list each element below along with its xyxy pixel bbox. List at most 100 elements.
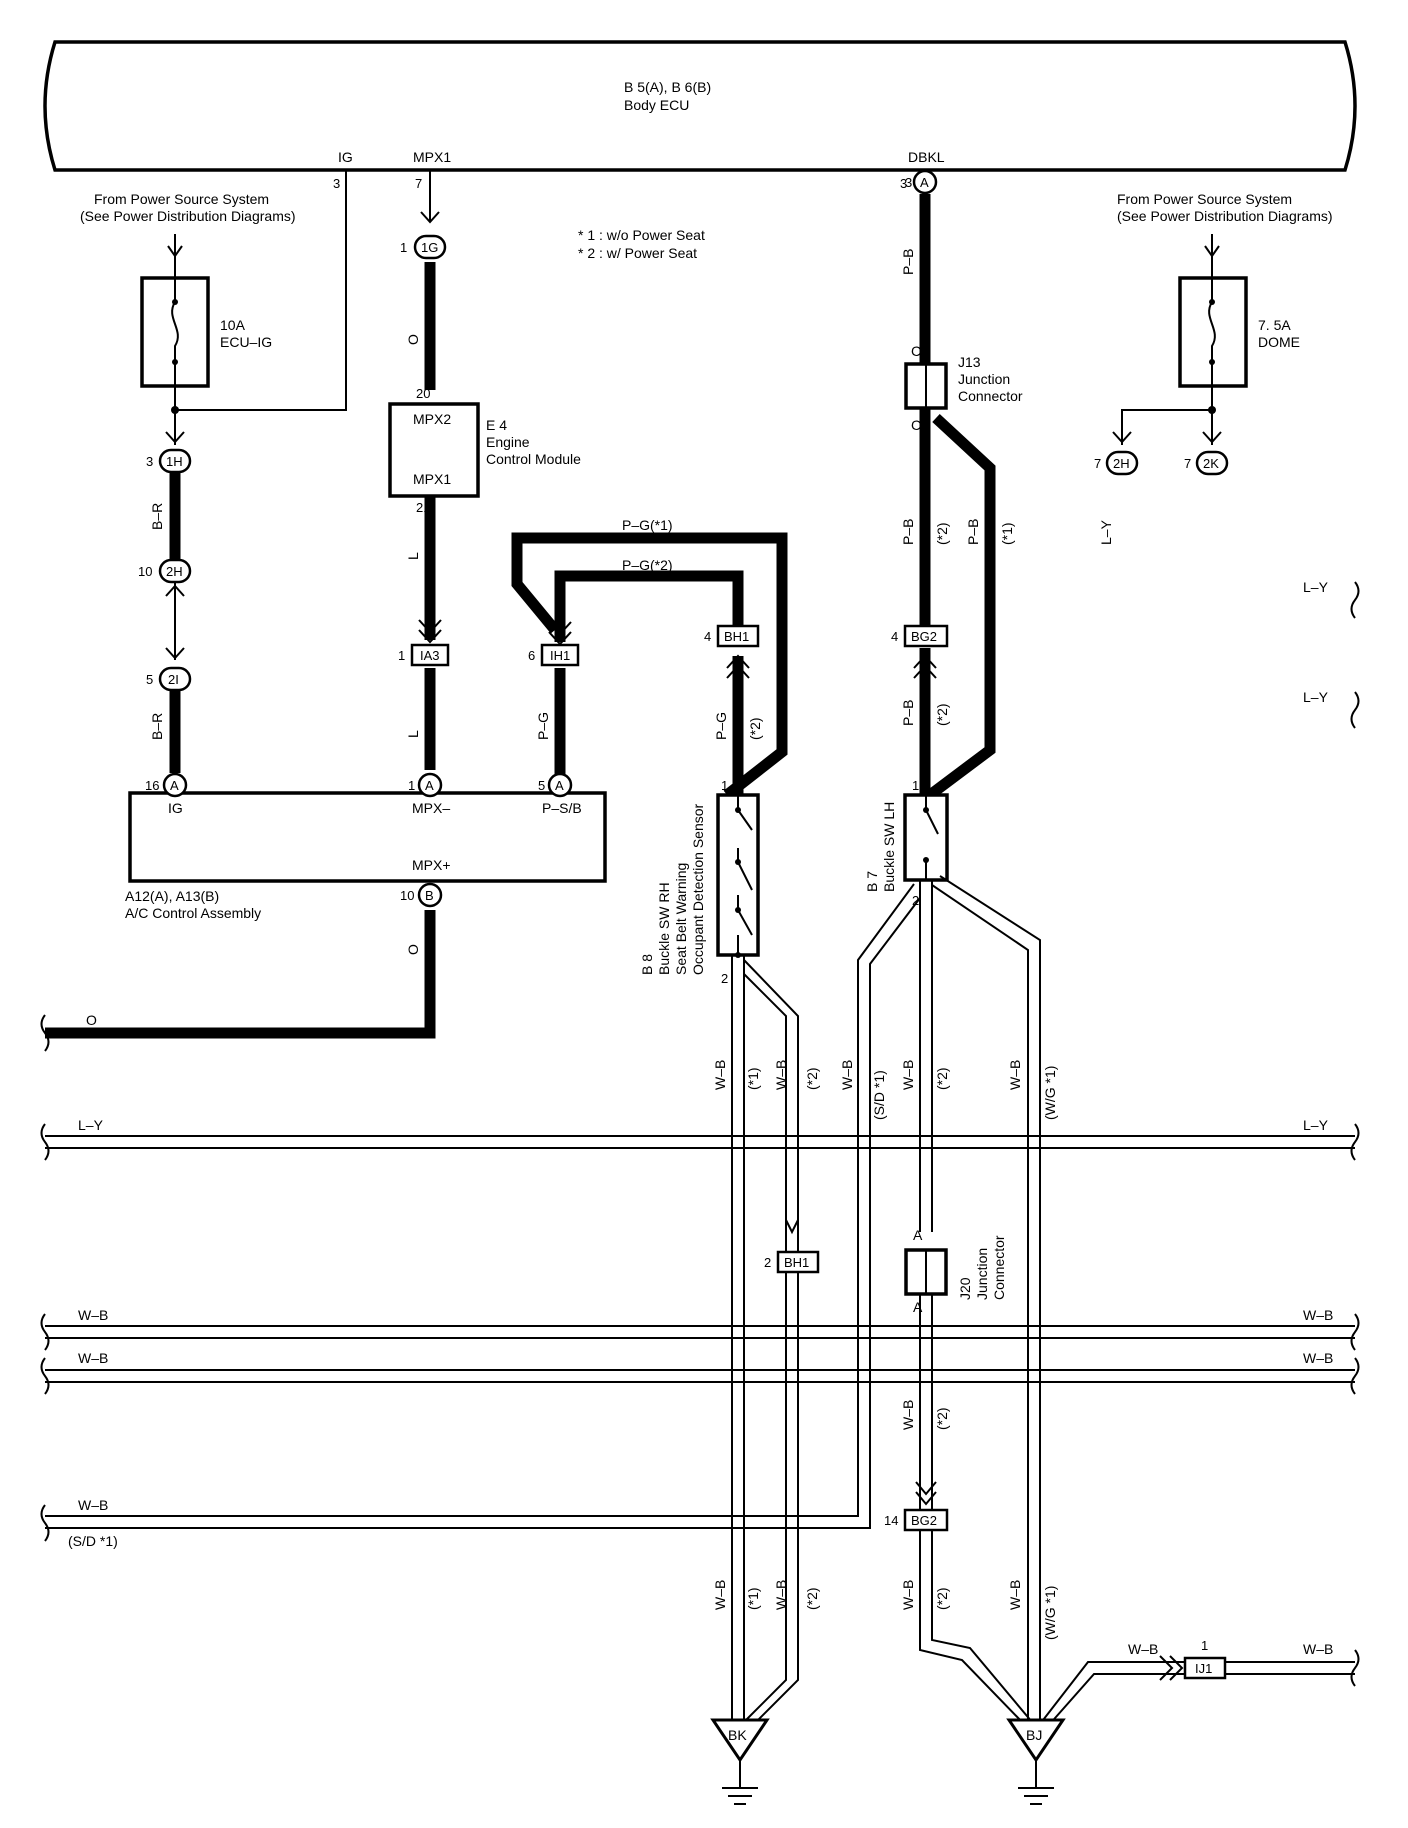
wire-l-1: L [405,552,421,560]
ecu-num-mpx1: 7 [415,176,422,191]
ecu-pin-ig: IG [338,149,353,165]
wire-wb-1-s1: (*1) [745,1067,761,1090]
j20-name-1: Junction [974,1248,990,1300]
wire-wb-3-sd1: (S/D *1) [871,1070,887,1120]
conn-1h [158,448,192,474]
num-1h: 3 [146,454,153,469]
wire-ly-right-1: L–Y [1303,579,1329,595]
conn-2h-right [1105,450,1139,476]
wire-wb-2: W–B [773,1060,789,1090]
conn-a-ecu [912,169,938,195]
ac-id: A12(A), A13(B) [125,888,219,904]
num-16: 16 [145,778,159,793]
conn-ia3 [410,643,450,667]
fuse-left-name: ECU–IG [220,334,272,350]
svg-text:BH1: BH1 [724,629,749,644]
b8-line1: Buckle SW RH [656,882,672,975]
wire-pb-4-s2: (*2) [934,703,950,726]
conn-2k [1195,450,1229,476]
conn-2h [158,558,192,584]
num-bg2-top: 4 [891,629,898,644]
wire-o-1: O [405,334,421,345]
wire-wb-10: W–B [1007,1580,1023,1610]
b7-pin-1: 1 [912,778,919,793]
svg-text:A: A [555,778,564,793]
wire-wb-5: W–B [1007,1060,1023,1090]
svg-text:IH1: IH1 [550,648,570,663]
ground-bj-label: BJ [1026,1727,1042,1743]
conn-b-mpx-plus [417,882,443,908]
ecu-num-dbkl: 3 [900,176,907,191]
num-bh1-top: 4 [704,629,711,644]
wire-wb-6: W–B [900,1400,916,1430]
ecu-pin-dbkl: DBKL [908,149,945,165]
buckle-sw-rh [716,793,760,957]
power-left-line2: (See Power Distribution Diagrams) [80,208,296,224]
num-3a: 3 [905,175,912,190]
svg-text:B: B [425,888,434,903]
wire-wb-bus2-left: W–B [78,1350,108,1366]
wire-wb-3: W–B [839,1060,855,1090]
j20-id: J20 [957,1277,973,1300]
b8-pin-1: 1 [721,778,728,793]
num-ih1: 6 [528,648,535,663]
ground-bk: BK [710,1718,770,1805]
conn-ih1 [540,643,580,667]
wire-pg-ih1: P–G [535,712,551,740]
ground-icon [722,1760,758,1805]
wire-wb-sd-left: W–B [78,1497,108,1513]
wire-wb-4-s2: (*2) [934,1067,950,1090]
wire-l-2: L [405,730,421,738]
fuse-left-rating: 10A [220,317,246,333]
num-1a: 1 [408,778,415,793]
ac-pin-mpx-plus: MPX+ [412,857,451,873]
ecm-name-1: Engine [486,434,530,450]
engine-control-module [388,402,480,498]
ecu-num-ig: 3 [333,176,340,191]
wire-ly-right-2: L–Y [1303,689,1329,705]
conn-2i [158,666,192,692]
wire-pb-3-s1: (*1) [999,522,1015,545]
j20-pin-bottom: A [913,1299,923,1315]
ground-bj: BJ [1006,1718,1066,1805]
num-2h: 10 [138,564,152,579]
ac-pin-ig: IG [168,800,183,816]
num-2i: 5 [146,672,153,687]
fuse-symbol-icon [1208,301,1216,362]
wire-wb-7-s1: (*1) [745,1587,761,1610]
wire-wb-6-s2: (*2) [934,1407,950,1430]
power-right-line2: (See Power Distribution Diagrams) [1117,208,1333,224]
ecm-name-2: Control Module [486,451,581,467]
num-2k: 7 [1184,456,1191,471]
horizontal-buses [40,1123,1360,1687]
svg-text:1G: 1G [421,240,438,255]
b8-line3: Occupant Detection Sensor [690,803,706,975]
svg-text:A: A [170,778,179,793]
wire-wb-bus1-right: W–B [1303,1307,1333,1323]
wire-wb-ij1-right: W–B [1303,1641,1333,1657]
b8-line2: Seat Belt Warning [673,863,689,975]
ecu-ig-fuse-circuit: From Power Source System (See Power Dist… [80,170,347,445]
ecu-title-1: B 5(A), B 6(B) [624,79,711,95]
wire-br-2: B–R [149,713,165,740]
wire-wb-4: W–B [900,1060,916,1090]
note-2: * 2 : w/ Power Seat [578,245,697,261]
svg-text:BG2: BG2 [911,629,937,644]
wire-wb-10-wg1: (W/G *1) [1042,1586,1058,1640]
svg-text:A: A [425,778,434,793]
fuse-right-name: DOME [1258,334,1300,350]
wire-wb-bus1-left: W–B [78,1307,108,1323]
svg-text:IA3: IA3 [420,648,440,663]
wire-pg-bh1-s2: (*2) [747,717,763,740]
j13-name-2: Connector [958,388,1023,404]
wire-pb-3: P–B [965,519,981,545]
ground-icon [1018,1760,1054,1805]
ecu-title-2: Body ECU [624,97,689,113]
body-ecu: B 5(A), B 6(B) Body ECU IG MPX1 DBKL 3 7… [43,40,1357,191]
j13-pin-top: C [911,343,921,359]
wire-wb-9: W–B [900,1580,916,1610]
wire-wb-2-s2: (*2) [804,1067,820,1090]
conn-bg2-bottom [903,1508,949,1532]
svg-text:BH1: BH1 [784,1255,809,1270]
wire-o-2: O [405,944,421,955]
